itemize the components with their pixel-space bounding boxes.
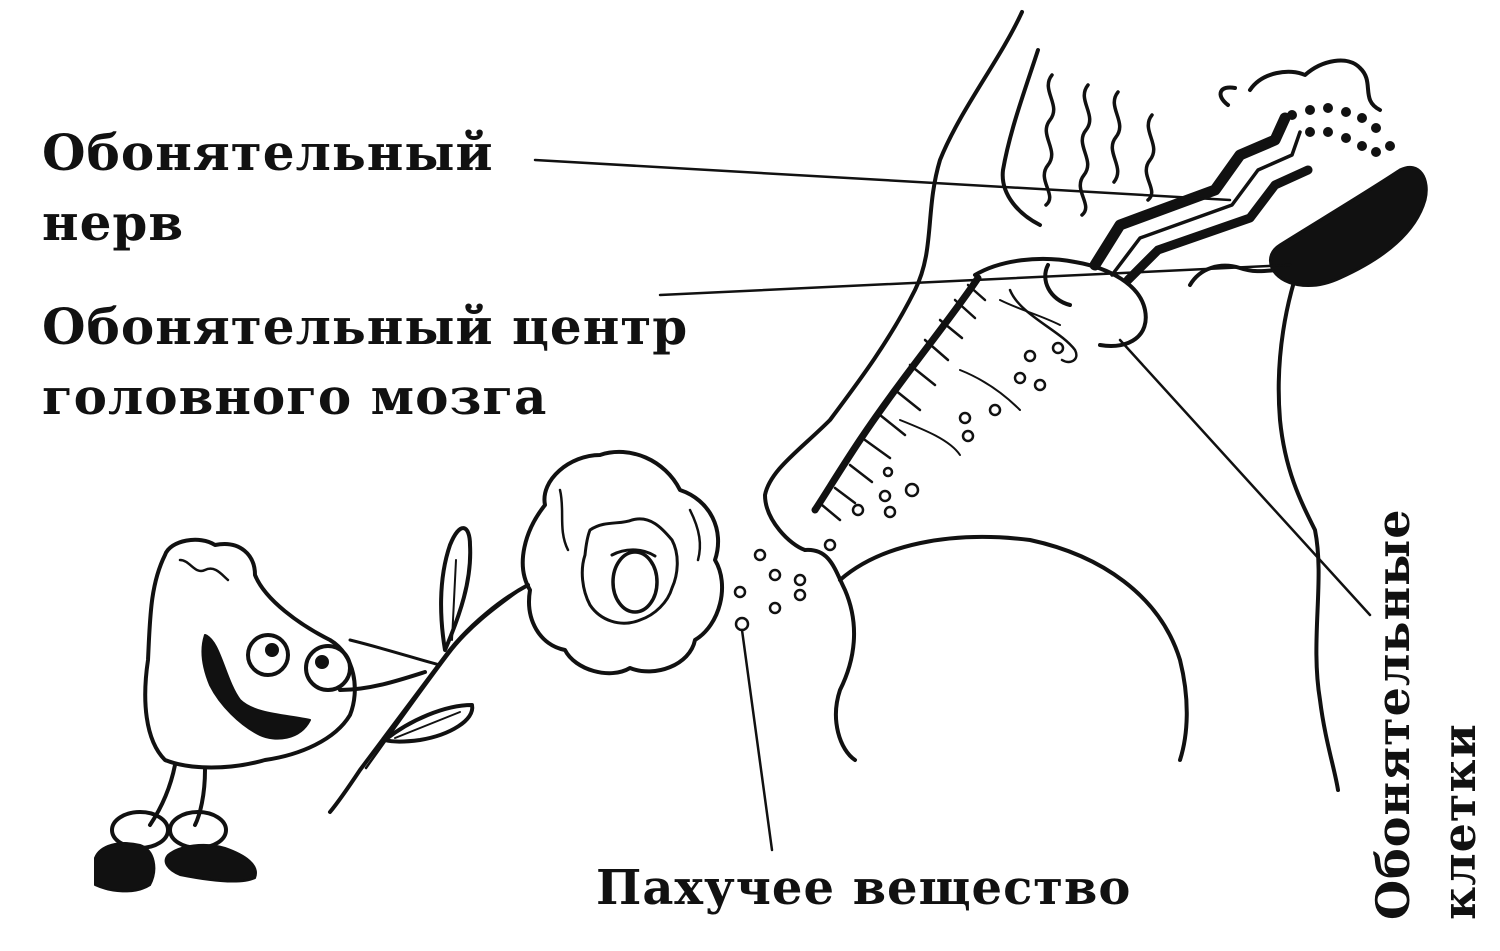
olfactory-center-label-line1: Обонятельный центр bbox=[42, 297, 689, 356]
nerve-dots bbox=[1287, 103, 1395, 157]
flower-stem bbox=[328, 526, 530, 814]
leader-lines bbox=[533, 158, 1372, 852]
left-shoe bbox=[94, 842, 156, 893]
olfactory-center-label: Обонятельный центр головного мозга bbox=[42, 292, 688, 432]
olfactory-nerve-label-line1: Обонятельный bbox=[42, 123, 494, 182]
air-particles bbox=[733, 548, 807, 632]
smell-waves bbox=[1042, 73, 1156, 217]
inner-particles bbox=[823, 341, 1065, 552]
right-eye bbox=[304, 644, 352, 692]
olfactory-cells-black bbox=[1268, 165, 1428, 287]
olfactory-cells-label-line2: клетки bbox=[1432, 723, 1486, 920]
flower bbox=[520, 449, 725, 676]
left-eye bbox=[246, 633, 290, 677]
olfactory-nerve-band bbox=[1089, 112, 1313, 285]
cartoon-character bbox=[94, 537, 442, 893]
nose-profile bbox=[763, 10, 1382, 792]
mouth-shape bbox=[201, 634, 311, 740]
right-shoe bbox=[164, 843, 257, 883]
olfactory-cells-label-line1: Обонятельные bbox=[1366, 508, 1420, 920]
olfactory-center-label-line2: головного мозга bbox=[42, 367, 548, 426]
olfactory-nerve-label: Обонятельный нерв bbox=[42, 118, 494, 258]
nasal-hatching bbox=[811, 274, 1061, 522]
olfactory-nerve-label-line2: нерв bbox=[42, 193, 185, 252]
odorant-label: Пахучее вещество bbox=[596, 860, 1132, 916]
olfactory-cells-label: Обонятельные клетки bbox=[1360, 508, 1492, 920]
olfactory-bulb bbox=[973, 256, 1148, 364]
